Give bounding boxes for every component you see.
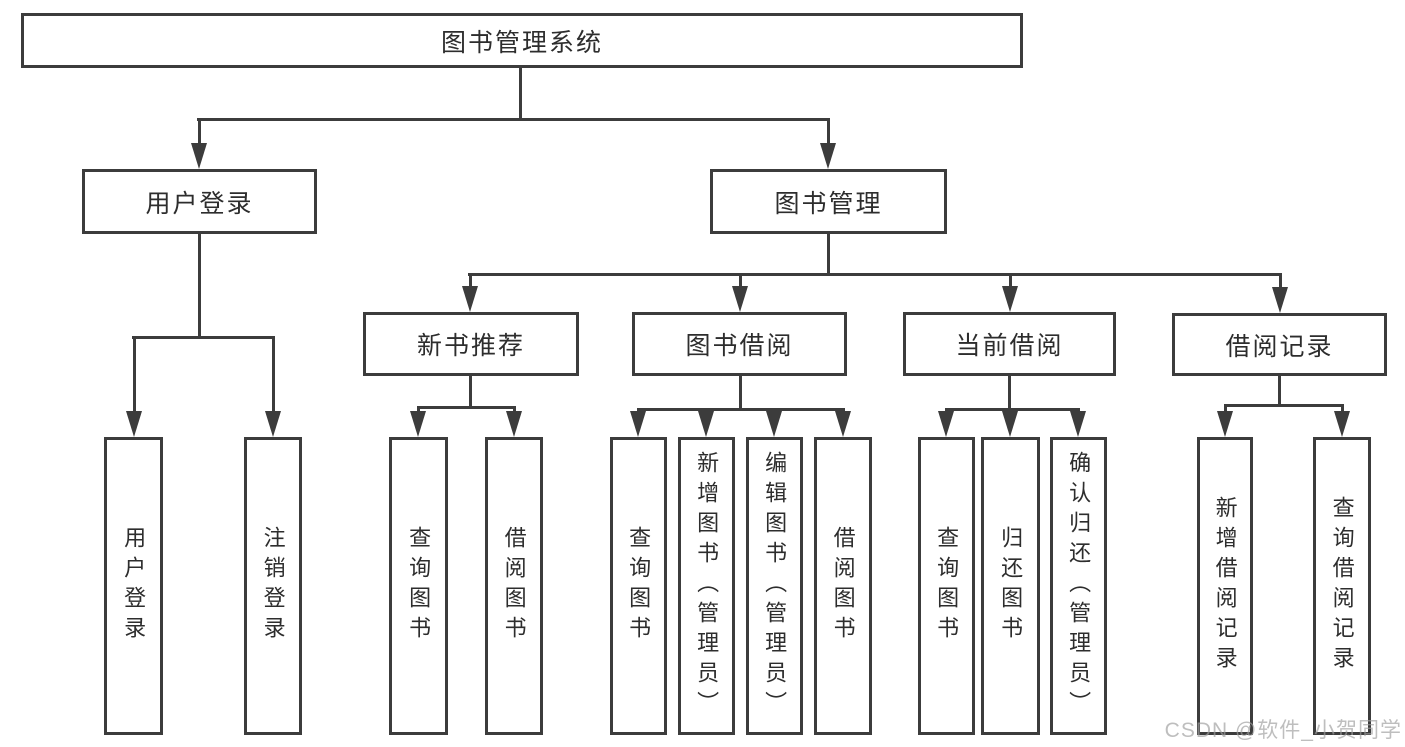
node-label: 图书借阅 [685, 332, 794, 360]
arrow-down-icon [630, 408, 646, 437]
connector-borrow-records-split [1224, 404, 1343, 407]
connector-root-stem [519, 68, 522, 118]
arrow-down-icon [1272, 273, 1288, 313]
leaf-query-book-borrow: 查询图书 [610, 437, 667, 735]
arrow-down-icon [1334, 404, 1350, 437]
node-borrow-records: 借阅记录 [1172, 313, 1387, 376]
arrow-down-icon [835, 408, 851, 437]
node-current-borrow: 当前借阅 [903, 312, 1116, 376]
connector-book-management-stem [827, 234, 830, 273]
leaf-return-book: 归还图书 [981, 437, 1040, 735]
arrow-down-icon [462, 273, 478, 312]
leaf-query-borrow-record: 查询借阅记录 [1313, 437, 1371, 735]
node-label: 编辑图书（管理员） [762, 451, 788, 721]
node-book-borrow: 图书借阅 [632, 312, 847, 376]
node-label: 归还图书 [998, 526, 1024, 646]
leaf-edit-book-admin: 编辑图书（管理员） [746, 437, 803, 735]
leaf-confirm-return-admin: 确认归还（管理员） [1050, 437, 1107, 735]
leaf-query-book-current: 查询图书 [918, 437, 975, 735]
arrow-down-icon [732, 273, 748, 312]
leaf-add-borrow-record: 新增借阅记录 [1197, 437, 1253, 735]
leaf-user-login: 用户登录 [104, 437, 163, 735]
arrow-down-icon [191, 118, 207, 169]
node-label: 注销登录 [260, 526, 286, 646]
node-label: 查询图书 [406, 526, 432, 646]
connector-user-login-stem [198, 234, 201, 336]
leaf-add-book-admin: 新增图书（管理员） [678, 437, 735, 735]
csdn-watermark: CSDN @软件_小贺同学 [1164, 719, 1402, 742]
arrow-down-icon [506, 406, 522, 437]
arrow-down-icon [698, 408, 714, 437]
node-label: 新增借阅记录 [1212, 496, 1238, 676]
node-label: 新书推荐 [416, 332, 525, 360]
arrow-down-icon [938, 408, 954, 437]
node-label: 图书管理系统 [440, 28, 603, 57]
connector-new-book-recommend-stem [469, 376, 472, 406]
node-label: 查询借阅记录 [1329, 496, 1355, 676]
node-new-book-recommend: 新书推荐 [363, 312, 579, 376]
connector-borrow-records-stem [1278, 376, 1281, 404]
node-label: 用户登录 [145, 189, 254, 218]
node-label: 新增图书（管理员） [694, 451, 720, 721]
arrow-down-icon [766, 408, 782, 437]
arrow-down-icon [820, 118, 836, 169]
arrow-down-icon [265, 336, 281, 437]
node-label: 借阅记录 [1225, 332, 1334, 361]
arrow-down-icon [1217, 404, 1233, 437]
connector-user-login-split [132, 336, 275, 339]
node-label: 查询图书 [934, 526, 960, 646]
arrow-down-icon [1070, 408, 1086, 437]
node-label: 图书管理 [774, 189, 883, 218]
node-label: 确认归还（管理员） [1066, 451, 1092, 721]
connector-level3-split [468, 273, 1281, 276]
node-library-management-system: 图书管理系统 [21, 13, 1023, 68]
connector-new-book-recommend-split [417, 406, 516, 409]
arrow-down-icon [1002, 408, 1018, 437]
node-label: 当前借阅 [955, 332, 1064, 360]
node-label: 借阅图书 [830, 526, 856, 646]
connector-level2-split [197, 118, 830, 121]
node-user-login: 用户登录 [82, 169, 317, 234]
arrow-down-icon [1002, 273, 1018, 312]
node-label: 借阅图书 [501, 526, 527, 646]
node-label: 用户登录 [121, 526, 147, 646]
leaf-borrow-book-recommend: 借阅图书 [485, 437, 543, 735]
leaf-borrow-book: 借阅图书 [814, 437, 872, 735]
arrow-down-icon [126, 336, 142, 437]
connector-current-borrow-split [945, 408, 1080, 411]
node-book-management: 图书管理 [710, 169, 947, 234]
node-label: 查询图书 [626, 526, 652, 646]
leaf-logout: 注销登录 [244, 437, 302, 735]
connector-current-borrow-stem [1008, 376, 1011, 408]
arrow-down-icon [410, 406, 426, 437]
connector-book-borrow-stem [739, 376, 742, 408]
leaf-query-book-recommend: 查询图书 [389, 437, 448, 735]
connector-book-borrow-split [637, 408, 845, 411]
